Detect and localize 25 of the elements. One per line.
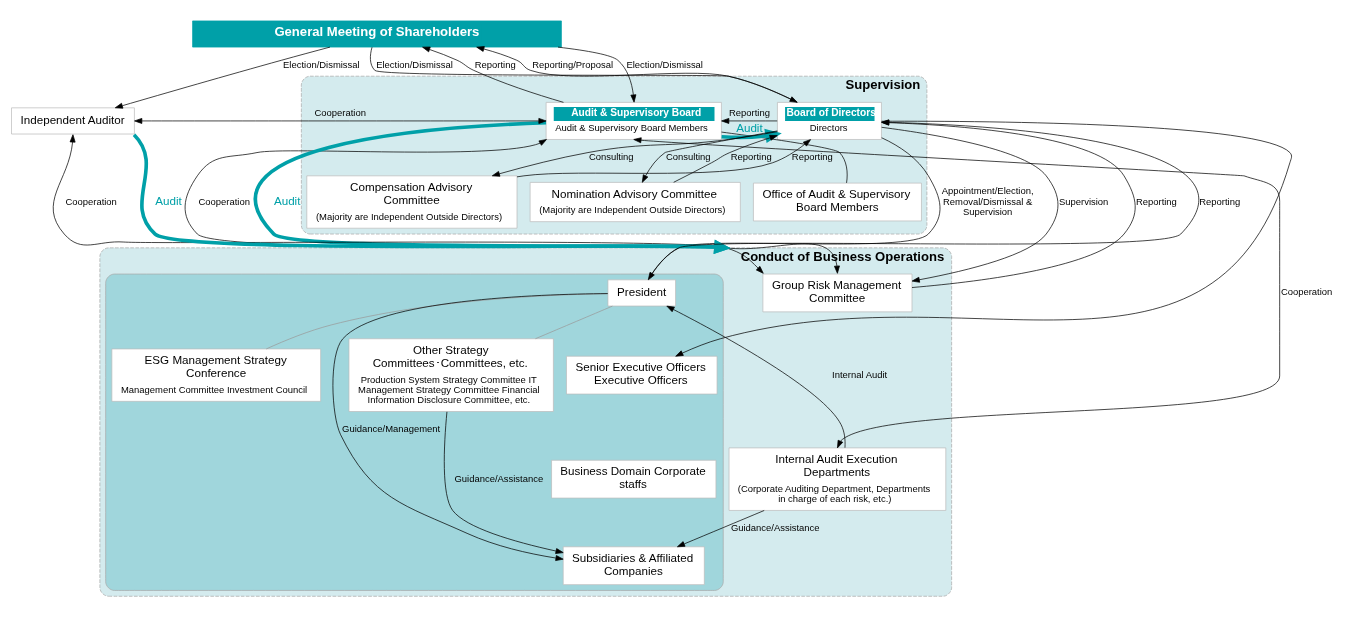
edge-label: Audit — [736, 120, 763, 134]
edge-label: Election/Dismissal — [626, 58, 703, 70]
edge-label: Cooperation — [65, 195, 117, 206]
edge-label: Reporting — [1135, 195, 1177, 206]
edge-label: Cooperation — [1280, 285, 1333, 297]
edge-label: Internal Audit — [832, 368, 888, 380]
edge-label: Supervision — [1059, 195, 1109, 206]
edge-label: Guidance/Management — [342, 422, 441, 434]
edge-label: Cooperation — [314, 106, 366, 118]
edge-label: Reporting — [728, 106, 770, 118]
edge-label: Guidance/Assistance — [454, 472, 544, 484]
edge-label: Audit — [273, 193, 301, 207]
edge-label: Reporting — [474, 58, 516, 70]
edge-label: Consulting — [666, 150, 711, 162]
edge-label: Election/Dismissal — [283, 58, 360, 70]
edge-label: Reporting — [730, 150, 772, 162]
edge-label: Reporting — [791, 150, 833, 162]
edge-label: Audit — [155, 193, 182, 207]
edge-label: Election/Dismissal — [376, 58, 453, 70]
edge-label: Appointment/Election, Removal/Dismissal & Supervision — [941, 184, 1034, 217]
edge-label: Consulting — [588, 150, 634, 162]
edge-label: Cooperation — [198, 195, 250, 206]
edge-label: Reporting/Proposal — [532, 58, 614, 70]
edge-label: Guidance/Assistance — [730, 521, 820, 533]
edge-label: Reporting — [1199, 195, 1241, 206]
